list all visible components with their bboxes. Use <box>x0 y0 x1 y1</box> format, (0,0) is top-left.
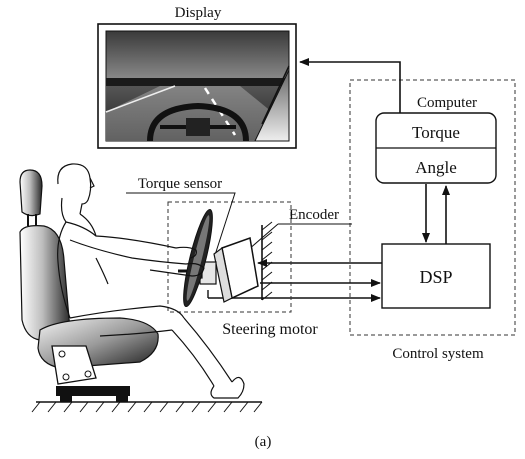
figure-caption: (a) <box>255 434 272 450</box>
steering-wheel-icon <box>183 208 213 308</box>
driver-figure-icon <box>57 163 245 399</box>
steering-motor-icon <box>178 221 273 303</box>
control-system-label: Control system <box>392 346 484 362</box>
steering-motor-label: Steering motor <box>222 321 318 338</box>
encoder-leader <box>247 223 279 251</box>
encoder-label: Encoder <box>289 207 339 223</box>
dsp-label: DSP <box>419 267 452 287</box>
display-monitor-icon <box>97 23 297 149</box>
steering-motor-boundary <box>167 201 292 313</box>
display-label: Display <box>175 5 222 21</box>
computer-label: Computer <box>417 95 477 111</box>
car-seat-icon <box>19 169 159 402</box>
torque-sensor-label: Torque sensor <box>138 176 222 192</box>
dsp-box <box>381 243 491 309</box>
control-system-boundary <box>349 79 516 336</box>
angle-label: Angle <box>415 158 457 177</box>
torque-sensor-leader <box>126 192 236 256</box>
computer-to-display-arrow <box>299 58 401 113</box>
ground-hatch-icon <box>31 401 263 413</box>
torque-label: Torque <box>412 123 460 142</box>
